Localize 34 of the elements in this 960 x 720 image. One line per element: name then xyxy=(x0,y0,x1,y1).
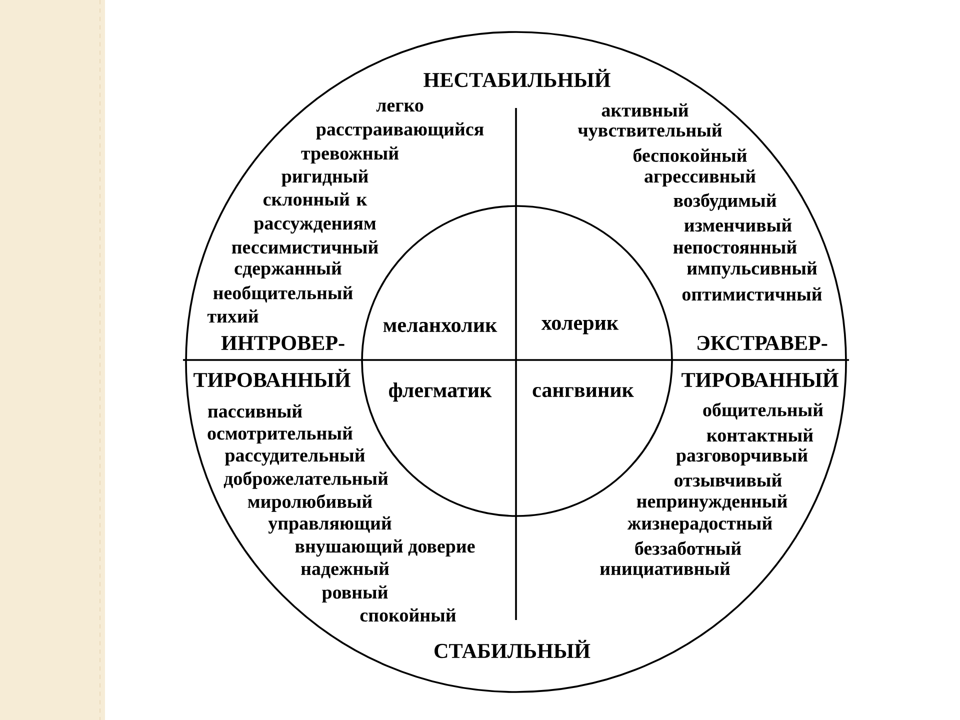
trait-label: рассудительный xyxy=(224,448,365,466)
trait-label: пассивный xyxy=(208,404,302,418)
trait-label: доброжелательный xyxy=(224,471,388,489)
temperament-label: флегматик xyxy=(389,382,492,402)
trait-label: склонный к рассуждениям xyxy=(254,192,376,234)
trait-label: активный xyxy=(602,103,688,117)
trait-label: тихий xyxy=(207,309,258,323)
trait-label: чувствительный xyxy=(578,123,722,141)
trait-label: контактный xyxy=(706,428,814,442)
trait-label: беззаботный xyxy=(635,541,742,555)
trait-label: миролюбивый xyxy=(248,494,372,512)
axis-label: ЭКСТРАВЕР- xyxy=(698,336,828,350)
temperament-label: сангвиник xyxy=(532,386,634,398)
trait-label: сдержанный xyxy=(234,261,342,279)
trait-label: беспокойный xyxy=(634,148,747,162)
axis-label: СТАБИЛЬНЫЙ xyxy=(434,640,590,658)
trait-label: ровный xyxy=(322,585,388,603)
trait-label: агрессивный xyxy=(644,169,756,187)
temperament-label: меланхолик xyxy=(383,322,498,332)
trait-label: внушающий доверие xyxy=(295,539,475,557)
trait-label: пессимистичный xyxy=(232,240,378,254)
trait-label: возбудимый xyxy=(674,193,776,211)
trait-label: надежный xyxy=(301,562,389,578)
trait-label: жизнерадостный xyxy=(627,516,772,534)
axis-label: НЕСТАБИЛЬНЫЙ xyxy=(424,68,610,88)
trait-label: управляющий xyxy=(268,516,392,534)
temperament-label: холерик xyxy=(541,320,619,334)
trait-label: ригидный xyxy=(282,169,368,187)
trait-label: спокойный xyxy=(360,608,456,622)
outer-circle xyxy=(185,31,847,693)
trait-label: инициативный xyxy=(600,562,730,578)
trait-label: общительный xyxy=(703,402,824,420)
trait-label: непринужденный xyxy=(636,494,788,512)
trait-label: тревожный xyxy=(301,146,399,164)
